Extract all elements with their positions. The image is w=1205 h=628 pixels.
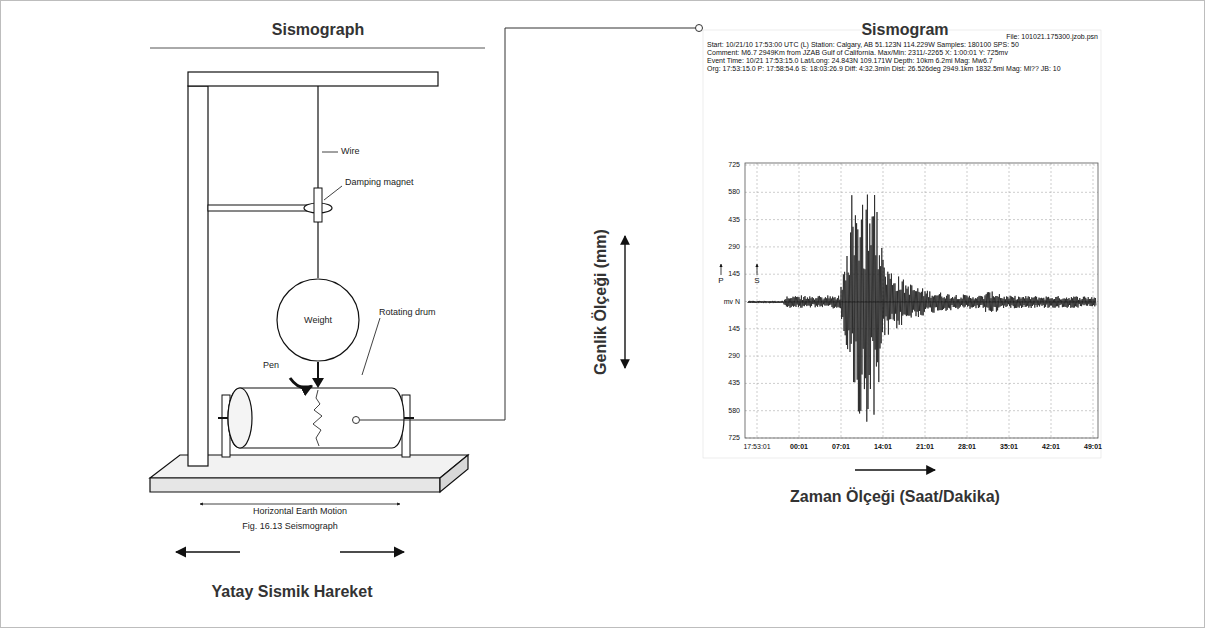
axis-label: 00:01 xyxy=(790,443,808,451)
axis-label: 290 xyxy=(727,243,741,251)
node-text: Weight xyxy=(276,315,360,325)
section-heading: Sismogram xyxy=(861,21,948,39)
text-label: Zaman Ölçeği (Saat/Dakika) xyxy=(790,488,1000,506)
text-label: Comment: M6.7 2949Km from JZAB Gulf of C… xyxy=(707,49,1008,57)
text-label: Yatay Sismik Hareket xyxy=(212,583,373,601)
text-label: Pen xyxy=(262,361,280,371)
text-label: Horizontal Earth Motion xyxy=(253,507,347,517)
text-label: Fig. 16.13 Seismograph xyxy=(242,522,338,532)
grid-line xyxy=(745,246,1098,247)
grid-line xyxy=(745,356,1098,357)
weight-circle: Weight xyxy=(276,278,360,362)
grid-line xyxy=(745,410,1098,411)
axis-label: 17:53:01 xyxy=(742,443,771,451)
text-label: Damping magnet xyxy=(344,178,415,188)
axis-label: 725 xyxy=(727,161,741,169)
axis-label: 435 xyxy=(727,216,741,224)
grid-line xyxy=(745,165,1098,166)
text-label: P xyxy=(718,277,723,286)
text-label: Org: 17:53:15.0 P: 17:58:54.6 S: 18:03:2… xyxy=(707,65,1061,73)
text-label: S xyxy=(754,277,759,286)
text-label: Wire xyxy=(340,147,361,157)
axis-label: 145 xyxy=(727,270,741,278)
axis-label: 35:01 xyxy=(1000,443,1018,451)
axis-label: 580 xyxy=(727,188,741,196)
axis-label: 580 xyxy=(727,407,741,415)
axis-label: 290 xyxy=(727,352,741,360)
axis-label: 145 xyxy=(727,325,741,333)
grid-line xyxy=(745,383,1098,384)
axis-label: 14:01 xyxy=(874,443,892,451)
axis-label: 435 xyxy=(727,380,741,388)
section-heading: Sismograph xyxy=(272,21,364,39)
text-label: Start: 10/21/10 17:53:00 UTC (L) Station… xyxy=(707,41,1019,49)
seismic-trace xyxy=(748,195,1096,422)
grid-line xyxy=(745,192,1098,193)
axis-label: mv N xyxy=(723,298,741,306)
grid-line xyxy=(757,163,758,438)
text-label: Rotating drum xyxy=(378,308,437,318)
grid-line xyxy=(745,328,1098,329)
text-label: Event Time: 10/21 17:53:15.0 Lat/Long: 2… xyxy=(707,57,993,65)
text-label: File: 101021.175300.jzob.psn xyxy=(1006,33,1098,41)
axis-label: 725 xyxy=(727,434,741,442)
axis-label: 42:01 xyxy=(1042,443,1060,451)
text-label: Genlik Ölçeği (mm) xyxy=(592,229,610,375)
axis-label: 49:01 xyxy=(1084,443,1102,451)
grid-line xyxy=(745,274,1098,275)
axis-label: 07:01 xyxy=(832,443,850,451)
axis-label: 28:01 xyxy=(958,443,976,451)
grid-line xyxy=(745,219,1098,220)
axis-label: 21:01 xyxy=(916,443,934,451)
